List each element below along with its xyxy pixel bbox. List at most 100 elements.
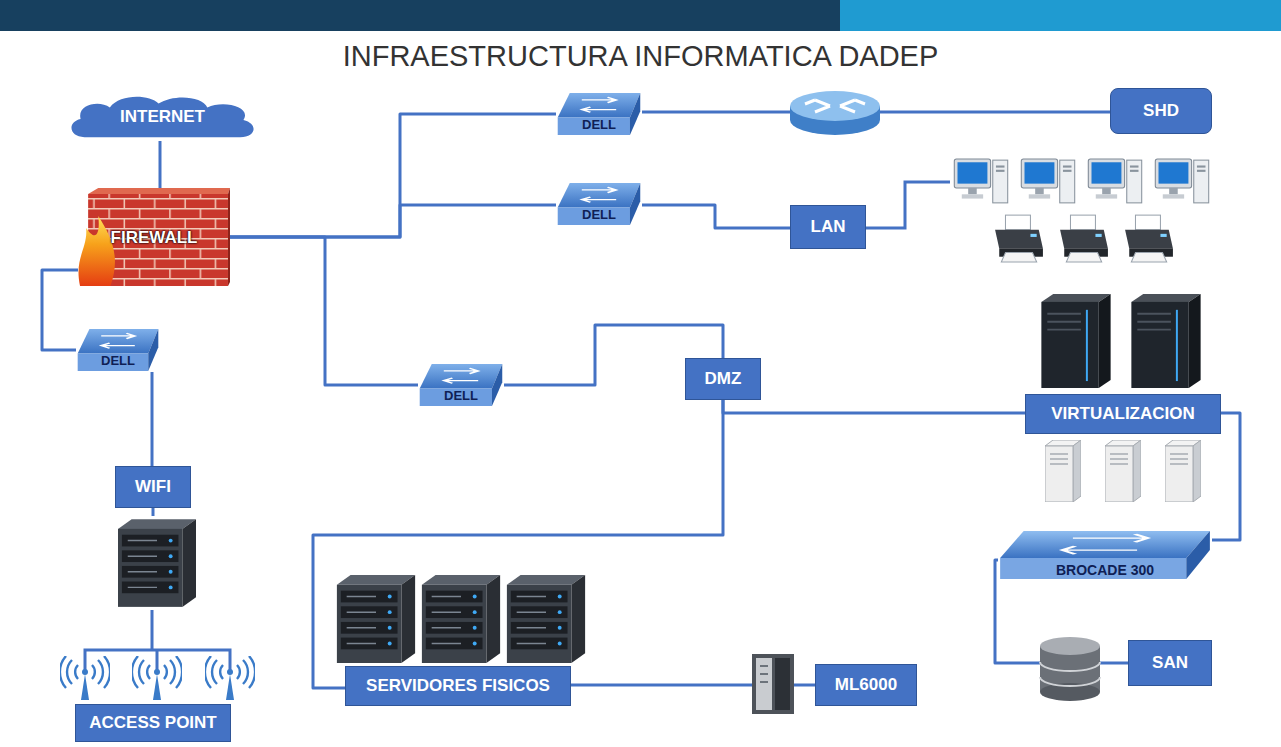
network-link xyxy=(313,400,723,688)
label-box: VIRTUALIZACION xyxy=(1025,394,1221,434)
fibre-switch-outline-part xyxy=(1000,531,1210,558)
label-box: SAN xyxy=(1128,640,1212,686)
access-point-wires xyxy=(85,610,230,672)
tape-library-icon-part xyxy=(760,666,768,682)
firewall-wall: FIREWALL xyxy=(78,188,230,288)
virtual-host-icon-part xyxy=(1131,294,1200,388)
node-label: DELL xyxy=(582,118,616,133)
printer-icon-part xyxy=(1125,215,1173,262)
access-point-wires-part xyxy=(85,610,230,672)
wifi-controller-icon-part xyxy=(118,519,196,607)
header-bar xyxy=(0,0,1281,31)
tape-library-icon-part xyxy=(775,658,790,710)
fibre-switch-outline-part xyxy=(1186,531,1210,579)
guest-server-icon xyxy=(1045,440,1201,502)
network-switch-outline-part xyxy=(630,93,640,135)
network-switch: DELL xyxy=(556,182,642,226)
node-label: BROCADE 300 xyxy=(1056,562,1154,578)
network-switch-outline-part xyxy=(558,93,641,118)
physical-server-icon xyxy=(337,575,585,663)
network-link xyxy=(230,237,418,385)
network-switch: DELL xyxy=(76,328,160,372)
label-box: ML6000 xyxy=(815,664,917,706)
network-switch-outline-part xyxy=(420,389,492,407)
network-link xyxy=(642,205,790,228)
label-box: SHD xyxy=(1110,88,1212,134)
physical-server-icon-part xyxy=(422,575,500,663)
network-switch-outline-part xyxy=(492,364,502,406)
network-link xyxy=(230,205,556,237)
firewall-wall-outline-part xyxy=(228,188,230,286)
virtual-host-icon xyxy=(1041,294,1200,388)
printer-icon-part xyxy=(1060,215,1108,262)
workstation-icon-part xyxy=(1021,159,1074,203)
access-point-icon-part xyxy=(132,656,182,700)
network-link xyxy=(42,270,78,350)
lan-cable-part xyxy=(866,182,950,228)
network-switch-outline-part xyxy=(558,183,641,208)
label-box: LAN xyxy=(790,205,866,249)
network-switch: DELL xyxy=(418,363,504,407)
network-switch-outline-part xyxy=(78,329,159,354)
network-switch-outline-part xyxy=(444,368,478,383)
fibre-switch-outline-part xyxy=(1062,534,1148,554)
header-bar-part xyxy=(0,0,840,31)
node-label: DELL xyxy=(101,354,135,369)
tape-library-icon xyxy=(752,654,794,714)
printer-icon xyxy=(995,215,1173,262)
network-link xyxy=(151,372,154,466)
label-box: ACCESS POINT xyxy=(75,704,231,742)
node-label: SERVIDORES FISICOS xyxy=(366,676,550,696)
network-switch-outline-part xyxy=(630,183,640,225)
tape-library-icon-part xyxy=(756,658,772,710)
virtual-host-icon-part xyxy=(1041,294,1110,388)
node-label: INTERNET xyxy=(120,107,205,127)
diagram-title: INFRAESTRUCTURA INFORMATICA DADEP xyxy=(0,40,1281,73)
node-label: FIREWALL xyxy=(111,228,198,248)
storage-disk-icon-part xyxy=(1040,637,1100,655)
router-icon xyxy=(790,91,880,135)
workstation-icon-part xyxy=(1155,159,1208,203)
workstation-icon-part xyxy=(954,159,1007,203)
storage-disk-icon xyxy=(1040,637,1100,701)
physical-server-icon-part xyxy=(337,575,415,663)
header-bar-part xyxy=(840,0,1281,31)
firewall-wall-outline-part xyxy=(88,188,230,194)
node-label: VIRTUALIZACION xyxy=(1051,404,1195,424)
node-label: ACCESS POINT xyxy=(89,713,217,733)
node-label: LAN xyxy=(811,217,846,237)
network-switch-outline-part xyxy=(582,187,616,202)
network-switch-outline-part xyxy=(582,97,616,112)
printer-icon-part xyxy=(995,215,1043,262)
node-label: SAN xyxy=(1152,653,1188,673)
guest-server-icon-part xyxy=(1165,440,1201,502)
network-link xyxy=(723,400,1025,413)
node-label: SHD xyxy=(1143,101,1179,121)
network-switch-outline-part xyxy=(558,118,630,136)
router-icon-part-part xyxy=(805,100,865,112)
node-label: DELL xyxy=(444,389,478,404)
network-switch-outline-part xyxy=(558,208,630,226)
node-label: WIFI xyxy=(135,477,171,497)
node-label: DMZ xyxy=(705,369,742,389)
storage-disk-icon-part xyxy=(1040,662,1100,686)
network-switch-outline-part xyxy=(420,364,503,389)
access-point-icon xyxy=(60,656,255,700)
label-box: WIFI xyxy=(115,466,191,508)
label-box: DMZ xyxy=(685,358,761,400)
internet-cloud: INTERNET xyxy=(65,93,260,141)
access-point-icon-part xyxy=(205,656,255,700)
wifi-controller-icon xyxy=(118,508,196,607)
network-link xyxy=(159,141,162,188)
network-switch-outline-part xyxy=(78,354,149,372)
router-icon-part xyxy=(805,100,865,112)
firewall-wall-outline-part xyxy=(79,216,115,286)
guest-server-icon-part xyxy=(1045,440,1081,502)
wifi-controller-icon-part xyxy=(152,508,155,516)
network-switch-outline-part xyxy=(148,329,158,371)
router-icon-part xyxy=(790,91,880,121)
node-label: ML6000 xyxy=(835,675,897,695)
physical-server-icon-part xyxy=(507,575,585,663)
workstation-icon-part xyxy=(1088,159,1141,203)
